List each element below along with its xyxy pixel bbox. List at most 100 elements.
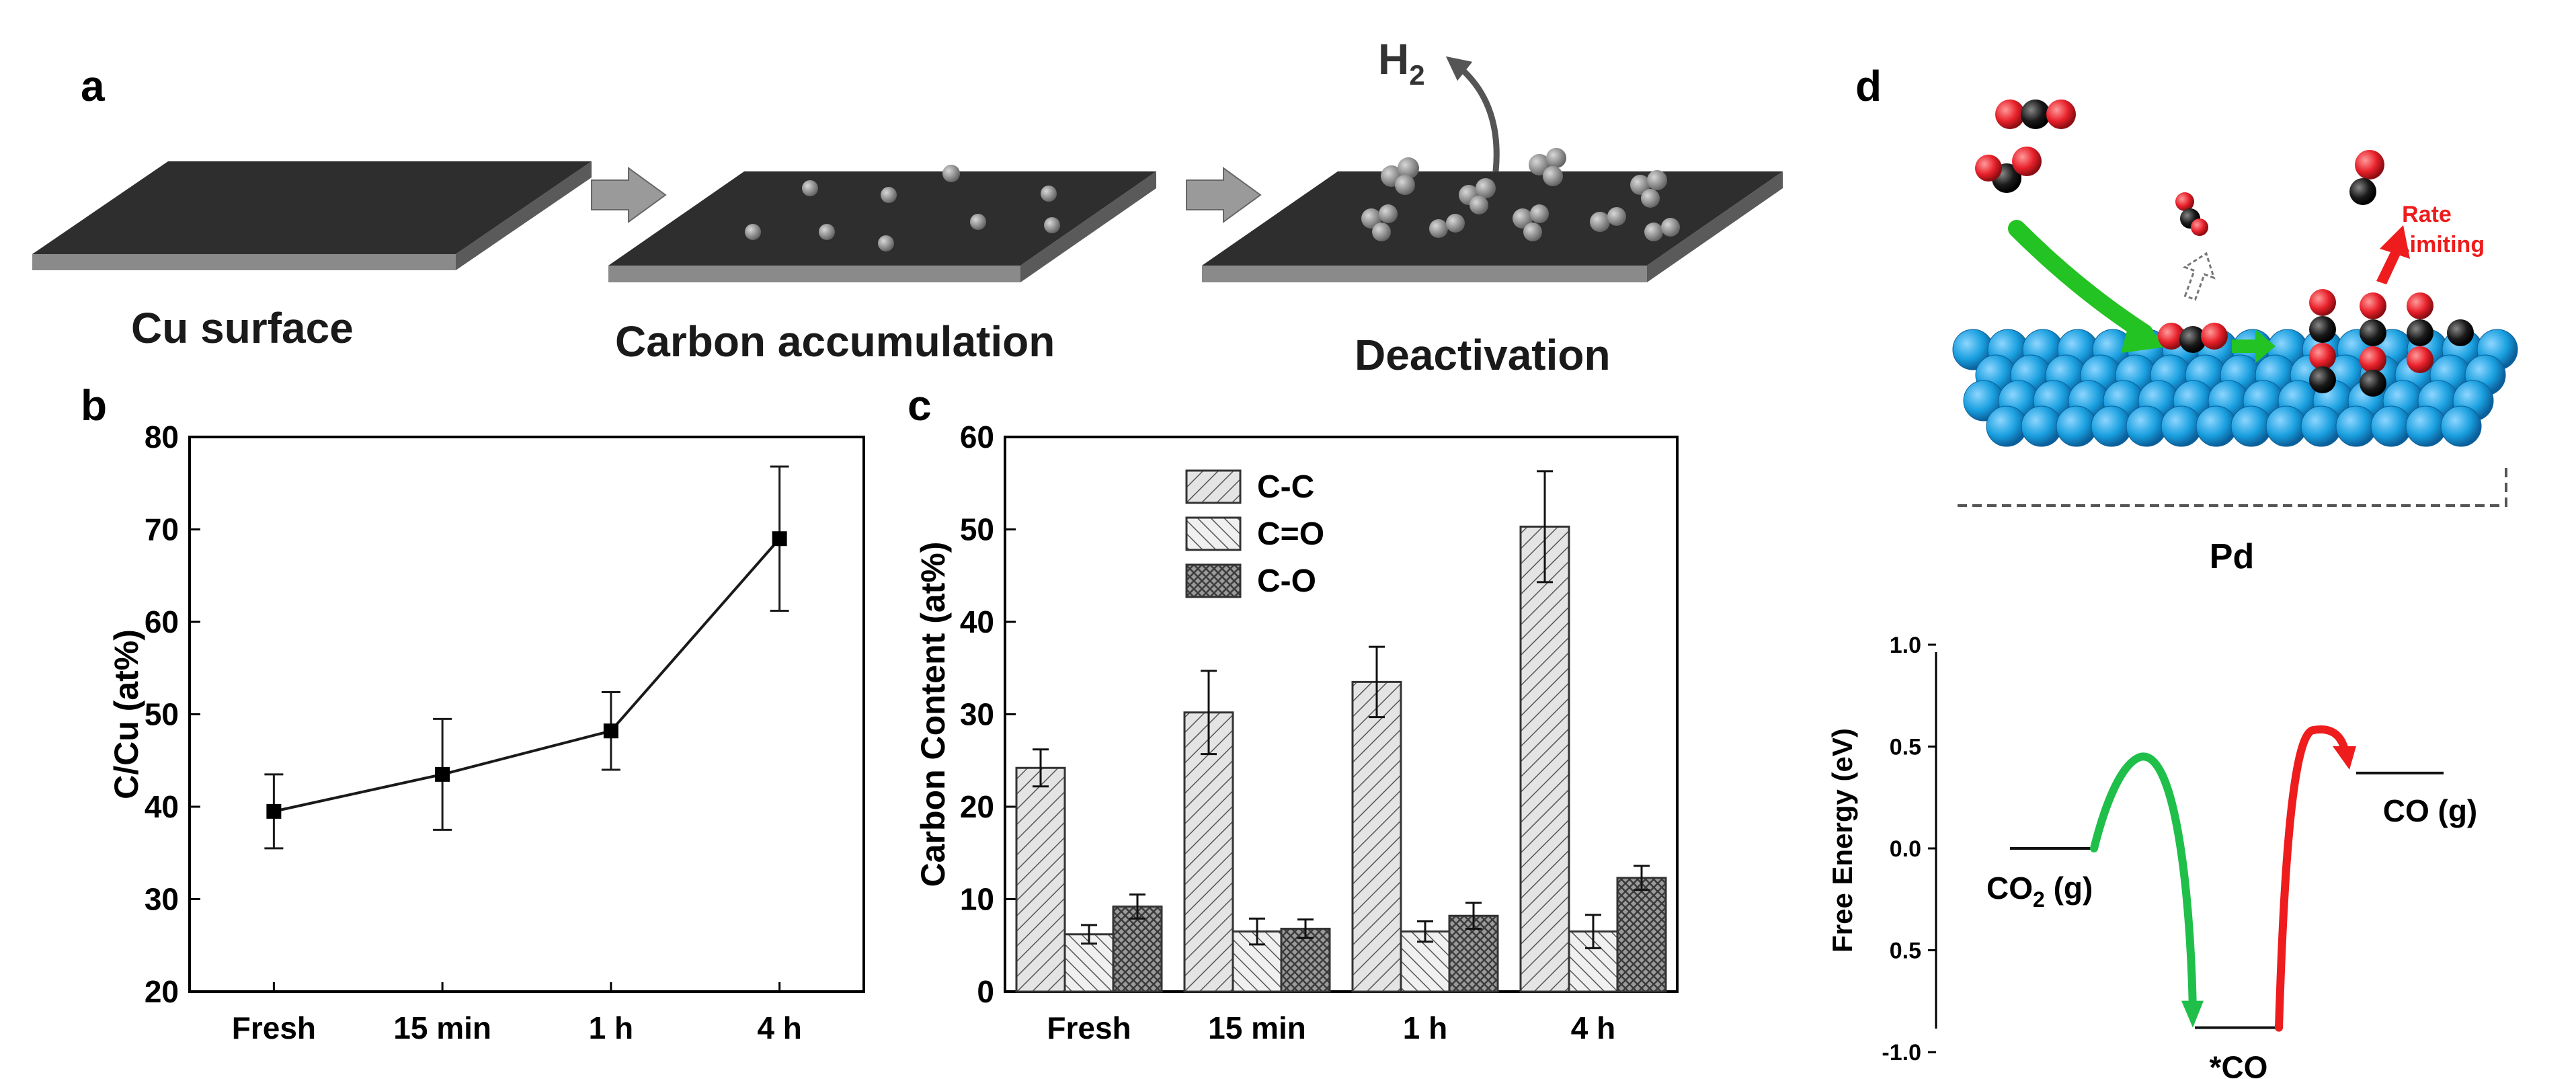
pd-atom: [2126, 405, 2167, 447]
panel-label-d: d: [1855, 62, 1882, 110]
pd-atom: [2056, 405, 2097, 447]
pd-atom: [2405, 405, 2447, 447]
green-arrow-head-icon: [2181, 1000, 2204, 1028]
data-point: [435, 766, 450, 782]
bar: [1351, 680, 1402, 993]
pd-atom: [2161, 405, 2202, 447]
pd-atom: [2196, 405, 2237, 447]
y-tick-label: 20: [960, 789, 994, 824]
plot-frame: [188, 436, 865, 993]
pd-atom: [2335, 405, 2377, 447]
bar: [1112, 906, 1163, 993]
pd-atom: [2440, 405, 2482, 447]
y-tick-label: 60: [145, 604, 179, 639]
legend-swatch: [1185, 516, 1242, 551]
y-tick-label: 30: [960, 697, 994, 732]
bar: [1519, 525, 1570, 993]
bar: [1015, 766, 1066, 993]
h2-release-arrow: [1445, 56, 1500, 172]
y-tick-label: 20: [145, 974, 179, 1009]
y-tick-label: -1.0: [1882, 1040, 1921, 1066]
legend-label: C-C: [1257, 469, 1314, 505]
y-tick-label: 10: [960, 882, 994, 917]
red-arrow-head-icon: [2333, 746, 2356, 770]
y-axis-label: Carbon Content (at%): [914, 542, 952, 887]
y-tick-label: 60: [960, 419, 994, 454]
y-tick-label: 0.0: [1890, 836, 1921, 862]
stage-label: Cu surface: [131, 304, 354, 352]
data-point: [603, 723, 618, 739]
x-tick-label: 4 h: [757, 1010, 801, 1045]
y-tick-label: 0: [977, 974, 994, 1009]
state-label-co2: CO2 (g): [1986, 871, 2093, 912]
bar: [1616, 877, 1667, 993]
pd-atom: [2265, 405, 2307, 447]
panel-label-b: b: [81, 381, 107, 430]
state-label-ads-co: *CO: [2210, 1050, 2268, 1079]
co2-adsorbing-molecule: [2175, 192, 2208, 236]
y-tick-label: 50: [145, 697, 179, 732]
pd-atom: [2230, 405, 2272, 447]
x-tick-label: Fresh: [232, 1010, 316, 1045]
barrier-curve-green: [2090, 752, 2197, 1018]
pd-atom: [2021, 405, 2062, 447]
state-label-co-gas: CO (g): [2383, 793, 2478, 828]
y-tick-label: 40: [145, 789, 179, 824]
series-line: [273, 537, 781, 813]
bar: [1280, 928, 1331, 993]
panel-d: d Rate Limiting: [1826, 62, 2518, 1079]
x-tick-label: 15 min: [1208, 1010, 1306, 1045]
rate-limiting-label: Rate: [2402, 202, 2452, 227]
y-tick-label: 40: [960, 604, 994, 639]
panel-label-c: c: [908, 381, 932, 430]
y-axis-label: C/Cu (at%): [108, 629, 145, 799]
pd-atom: [2300, 405, 2342, 447]
x-tick-label: 1 h: [1403, 1010, 1447, 1045]
x-tick-label: 4 h: [1571, 1010, 1615, 1045]
co2-molecule: [1975, 147, 2042, 193]
arrow-right-icon: [1186, 167, 1262, 223]
legend-swatch: [1185, 563, 1242, 598]
y-tick-label: 1.0: [1890, 633, 1921, 658]
green-arrow-icon: [2008, 220, 2153, 342]
panel-label-a: a: [81, 62, 105, 110]
red-arrow-icon: [2376, 225, 2410, 284]
rate-limiting-label: Limiting: [2396, 232, 2485, 257]
adsorbed-molecules: [2158, 289, 2474, 397]
x-tick-label: 15 min: [393, 1010, 491, 1045]
y-tick-label: 70: [145, 512, 179, 547]
legend-label: C=O: [1257, 516, 1324, 552]
y-tick-label: 0.5: [1890, 938, 1921, 964]
stage-label: Deactivation: [1355, 331, 1611, 379]
legend-swatch: [1185, 469, 1242, 504]
arrow-right-icon: [591, 167, 667, 223]
x-tick-label: Fresh: [1047, 1010, 1131, 1045]
co2-molecule: [1995, 99, 2076, 129]
metal-label: Pd: [2210, 537, 2254, 576]
pd-atom: [1986, 405, 2027, 447]
green-arrow-icon: [2232, 329, 2276, 363]
legend-label: C-O: [1257, 563, 1316, 599]
panel-a: a: [32, 35, 1783, 379]
y-tick-label: 50: [960, 512, 994, 547]
carbon-accumulation-slab: [608, 165, 1156, 282]
data-point: [266, 803, 282, 819]
y-tick-label: 0.5: [1890, 735, 1921, 760]
barrier-curve-red: [2275, 725, 2350, 1032]
bar: [1568, 930, 1619, 993]
pd-atom: [2091, 405, 2132, 447]
y-tick-label: 30: [145, 882, 179, 917]
plot-frame: [1004, 436, 1679, 993]
co-gas-molecule: [2349, 150, 2384, 205]
x-tick-label: 1 h: [589, 1010, 633, 1045]
h2-label: H2: [1378, 35, 1425, 91]
deactivation-slab: H2: [1202, 35, 1783, 282]
green-arrow-head-icon: [2121, 316, 2171, 353]
dashed-arrow-icon: [2182, 251, 2216, 301]
y-tick-label: 80: [145, 419, 179, 454]
